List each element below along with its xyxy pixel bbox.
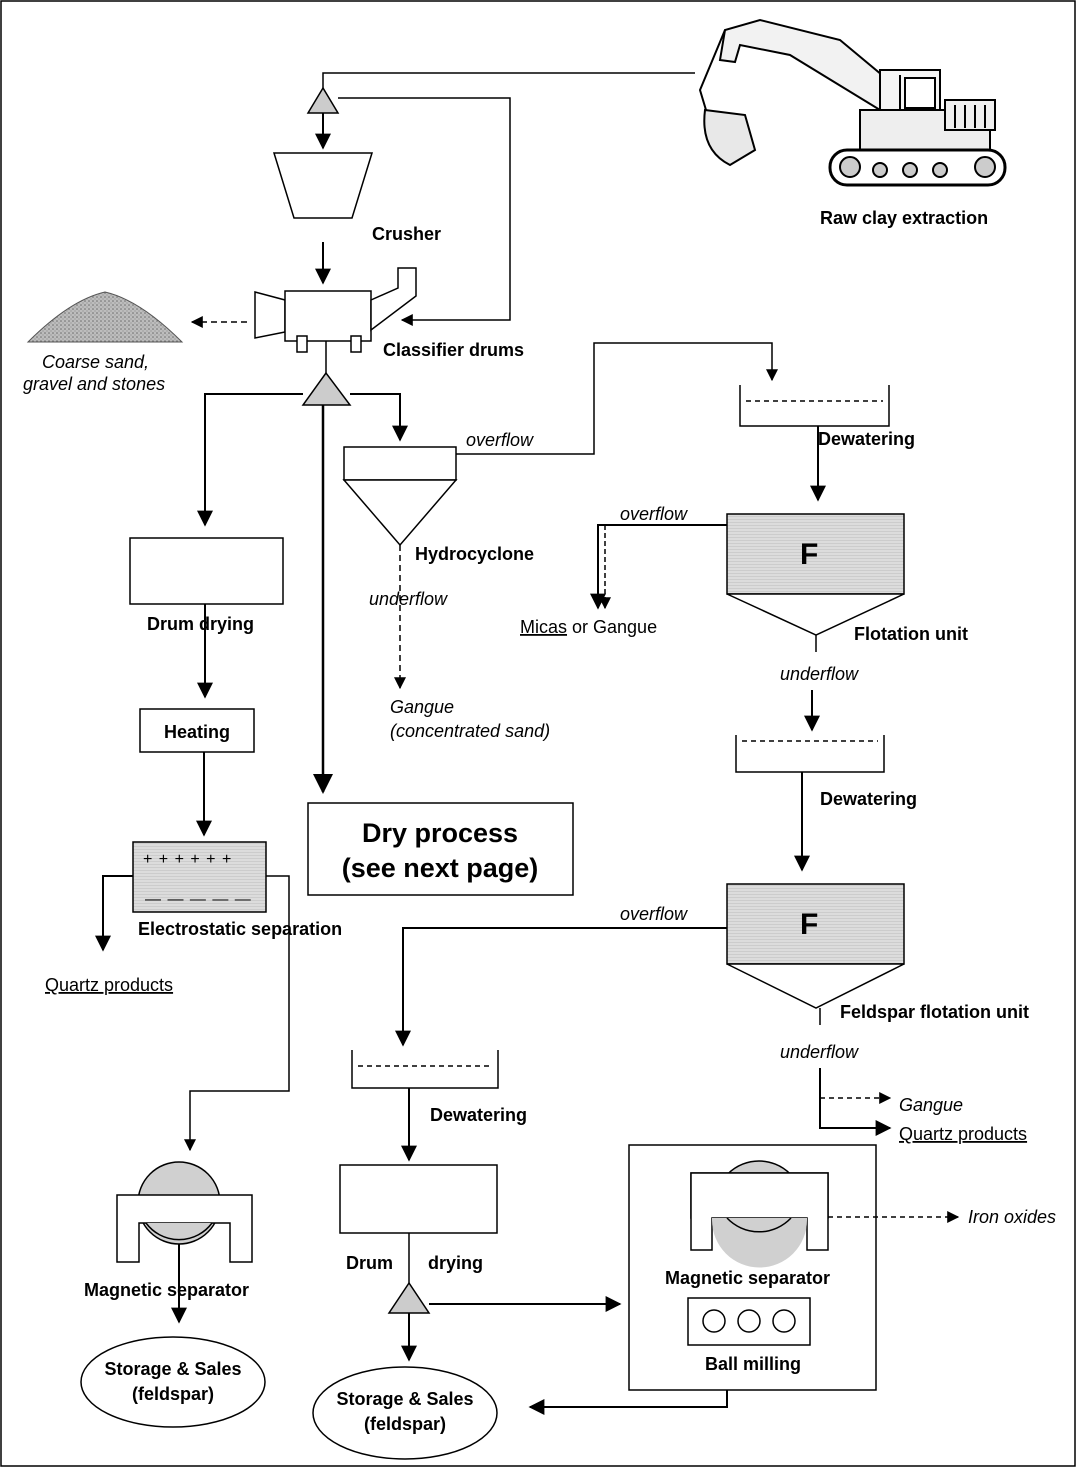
- or-gangue-label: or Gangue: [567, 617, 657, 637]
- quartz-products-label-right: Quartz products: [899, 1124, 1027, 1144]
- iron-oxides-label: Iron oxides: [968, 1207, 1056, 1227]
- drum-dryer-icon: [129, 537, 284, 605]
- heating-box: [139, 708, 255, 753]
- electrostatic-separation-label: Electrostatic separation: [138, 919, 342, 939]
- coarse-sand-label-line1: Coarse sand,: [42, 352, 149, 372]
- dewatering-label-2: Dewatering: [820, 789, 917, 809]
- classifier-drum-icon: [254, 267, 417, 353]
- storage-sales-left: [80, 1336, 266, 1428]
- classifier-drums-label: Classifier drums: [383, 340, 524, 360]
- crusher-label: Crusher: [372, 224, 441, 244]
- plus-signs: + + + + + +: [143, 851, 232, 868]
- dry-process-line1: Dry process: [362, 818, 518, 848]
- magnetic-separator-icon: [690, 1160, 829, 1268]
- electrostatic-separator-icon: [132, 841, 267, 913]
- quartz-products-label-left: Quartz products: [45, 975, 173, 995]
- dry-process-box: [307, 802, 574, 896]
- underflow-label-feldspar: underflow: [780, 1042, 859, 1062]
- underflow-label-hydrocyclone: underflow: [369, 589, 448, 609]
- gangue-sand-label-line1: Gangue: [390, 697, 454, 717]
- gangue-label: Gangue: [899, 1095, 963, 1115]
- drying-label: drying: [428, 1253, 483, 1273]
- drum-label: Drum: [346, 1253, 393, 1273]
- overflow-label-hydrocyclone: overflow: [466, 430, 534, 450]
- splitter-triangle-icon: [306, 86, 340, 114]
- flotation-mark-1: F: [800, 538, 818, 571]
- minus-signs: — — — — —: [145, 891, 252, 908]
- ball-mill-icon: [687, 1297, 811, 1346]
- splitter-triangle-icon: [387, 1281, 431, 1314]
- dewatering-label-1: Dewatering: [818, 429, 915, 449]
- dry-process-line2: (see next page): [342, 853, 539, 883]
- sand-pile-icon: [26, 291, 184, 343]
- dewatering-tank-icon: [739, 385, 890, 427]
- magnetic-separator-label-left: Magnetic separator: [84, 1280, 249, 1300]
- micas-label: Micas: [520, 617, 567, 637]
- storage-left-line1: Storage & Sales: [104, 1359, 241, 1379]
- dewatering-tank-icon: [351, 1050, 499, 1089]
- magnetic-separator-label-right: Magnetic separator: [665, 1268, 830, 1288]
- dewatering-label-3: Dewatering: [430, 1105, 527, 1125]
- storage-sales-right: [312, 1366, 498, 1460]
- flotation-mark-2: F: [800, 908, 818, 941]
- underflow-label-flotation: underflow: [780, 664, 859, 684]
- storage-left-line2: (feldspar): [132, 1384, 214, 1404]
- overflow-label-flotation: overflow: [620, 504, 688, 524]
- drum-dryer-icon: [339, 1164, 498, 1234]
- dewatering-tank-icon: [735, 735, 885, 773]
- feldspar-flotation-unit-icon: [726, 883, 905, 965]
- micas-gangue-label: Micas or Gangue: [520, 617, 657, 637]
- gangue-sand-label-line2: (concentrated sand): [390, 721, 550, 741]
- magnetic-separator-icon: [116, 1161, 253, 1263]
- ball-milling-label: Ball milling: [705, 1354, 801, 1374]
- feed-line: [322, 72, 695, 100]
- overflow-label-feldspar: overflow: [620, 904, 688, 924]
- storage-right-line2: (feldspar): [364, 1414, 446, 1434]
- flotation-unit-label: Flotation unit: [854, 624, 968, 644]
- feldspar-flotation-unit-label: Feldspar flotation unit: [840, 1002, 1029, 1022]
- hydrocyclone-label: Hydrocyclone: [415, 544, 534, 564]
- heating-label: Heating: [164, 722, 230, 742]
- hydrocyclone-icon: [343, 446, 457, 481]
- drum-drying-label-left: Drum drying: [147, 614, 254, 634]
- recycle-line: [338, 97, 511, 326]
- coarse-sand-label-line2: gravel and stones: [23, 374, 165, 394]
- excavator-icon: [698, 18, 1007, 187]
- raw-clay-extraction-label: Raw clay extraction: [820, 208, 988, 228]
- splitter-triangle-icon: [301, 371, 352, 406]
- crusher-icon: [272, 152, 374, 219]
- storage-right-line1: Storage & Sales: [336, 1389, 473, 1409]
